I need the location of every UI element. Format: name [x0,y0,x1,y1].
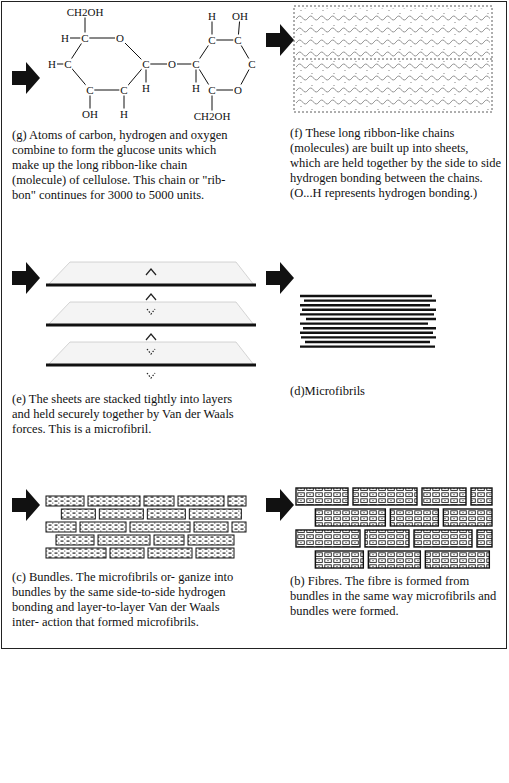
bundle [98,535,150,545]
bundle [99,509,143,519]
microfibril-line [300,295,432,297]
fibre-bundle [315,551,363,568]
bundle [56,535,94,545]
bundle [228,496,246,506]
panel-caption: (d)Microfibrils [290,384,502,399]
microfibril-line [300,345,435,347]
fibre-bundle [365,530,409,547]
bundle [61,509,95,519]
atom-label: H [141,83,151,94]
bundle [178,496,224,506]
fibre-bundle [315,509,385,526]
atom-label: C [233,35,242,46]
fibre-bundle [422,488,466,505]
atom-label: C [191,59,200,70]
fibre-bricks [296,488,492,568]
bundle [46,522,76,532]
atom-label: C [141,59,150,70]
panel-caption: (b) Fibres. The fibre is formed from bun… [290,574,502,619]
sheet-box [294,6,492,112]
bundle [148,548,192,558]
microfibril-line [305,341,430,343]
atom-label: H [47,59,57,70]
bundle [189,509,241,519]
microfibril-line [306,318,436,320]
fibre-bundle [296,488,348,505]
atom-label: O [233,85,243,96]
microfibril-line [303,327,436,329]
atom-label: CH2OH [66,7,105,18]
fibre-bundle [353,488,417,505]
atom-label: O [167,59,177,70]
bundle [110,548,144,558]
atom-label: C [63,59,72,70]
stacked-sheets [46,262,256,378]
fibre-bundle [296,530,360,547]
microfibril-lines [300,296,436,347]
block-arrow [12,62,40,94]
panel-caption: (g) Atoms of carbon, hydrogen and oxygen… [12,128,244,203]
bundle [144,496,174,506]
microfibril-line [300,322,428,324]
fibre-bundle [368,551,420,568]
atom-label: C [80,33,89,44]
fibre-bundle [425,551,489,568]
panel-caption: (c) Bundles. The microfibrils or- ganize… [12,570,244,630]
sheet-divider [294,59,492,60]
bundle [46,496,84,506]
block-arrow [266,24,294,56]
panel-caption: (e) The sheets are stacked tightly into … [12,392,240,437]
atom-label: H [60,33,70,44]
chemical-bonds [52,12,252,116]
panel-caption: (f) These long ribbon-like chains (molec… [290,126,502,201]
atom-label: H [207,11,217,22]
atom-label: O [115,33,125,44]
fibre-bundle [477,530,492,547]
block-arrow [266,262,294,294]
sheet-outline [294,6,492,112]
bundle [46,548,106,558]
bundle-bricks [46,496,246,558]
atom-label: OH [231,11,249,22]
fibre-bundle [390,509,438,526]
atom-label: C [85,85,94,96]
bundle [154,535,184,545]
microfibril-line [300,313,434,315]
atom-label: CH2OH [193,111,232,122]
atom-label: C [247,59,256,70]
chain-sheet [296,8,490,58]
microfibril-line [301,336,436,338]
fibre-bundle [443,509,492,526]
chain-sheet [296,60,490,110]
microfibril-line [300,332,433,334]
fibre-bundle [471,488,492,505]
block-arrow [12,489,40,521]
bundle [130,522,190,532]
atom-label: H [191,83,201,94]
atom-label: C [207,85,216,96]
block-arrow [266,489,294,521]
atom-label: C [119,85,128,96]
panel-arrows [12,24,294,521]
bundle [188,535,234,545]
atom-label: C [207,35,216,46]
bundle [194,522,228,532]
microfibril-line [300,304,430,306]
bundle [147,509,185,519]
bundle [196,548,234,558]
bundle [88,496,140,506]
atom-label: OH [81,109,99,120]
microfibril-line [304,299,436,301]
bundle [232,522,246,532]
bundle [80,522,126,532]
frame [2,2,507,649]
microfibril-line [302,309,436,311]
atom-label: H [119,109,129,120]
block-arrow [12,262,40,294]
fibre-bundle [414,530,472,547]
